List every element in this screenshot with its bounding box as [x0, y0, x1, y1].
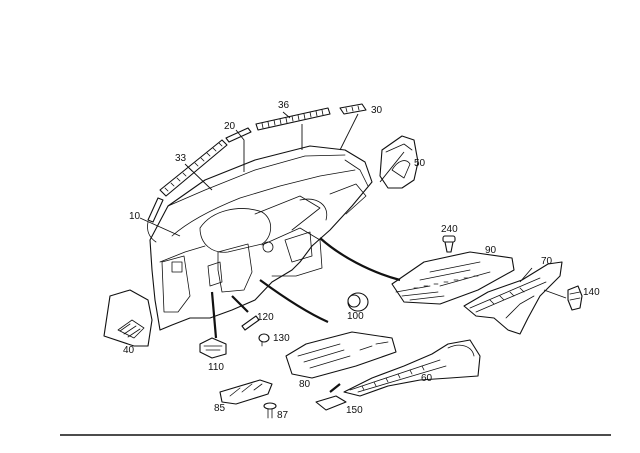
part-130-screw — [258, 333, 270, 347]
part-240-clip — [442, 235, 456, 253]
callout-40: 40 — [123, 345, 135, 356]
part-90-tray — [391, 251, 515, 305]
callout-80: 80 — [299, 379, 311, 390]
callout-85: 85 — [214, 403, 226, 414]
callout-120: 120 — [257, 312, 274, 323]
part-60-duct — [343, 339, 481, 397]
part-50-side-cover — [379, 135, 419, 189]
callout-87: 87 — [277, 410, 289, 421]
callout-100: 100 — [347, 311, 364, 322]
leader-lines — [139, 111, 567, 393]
callout-130: 130 — [273, 333, 290, 344]
callout-labels: 36 30 20 33 50 10 240 90 70 140 100 120 … — [123, 100, 600, 421]
part-40-side-panel — [103, 289, 153, 347]
part-36-defrost-strip — [255, 107, 331, 131]
part-150-clip — [315, 395, 347, 411]
callout-50: 50 — [414, 158, 426, 169]
callout-110: 110 — [208, 362, 224, 373]
callout-140: 140 — [583, 287, 600, 298]
callout-70: 70 — [541, 256, 553, 267]
part-140-bracket — [567, 285, 583, 311]
callout-36: 36 — [278, 100, 290, 111]
part-10-trim — [147, 197, 164, 243]
part-100-round-vent — [347, 292, 369, 312]
callout-30: 30 — [371, 105, 383, 116]
part-20-vent — [225, 127, 252, 143]
callout-33: 33 — [175, 153, 187, 164]
part-87-bolt — [263, 402, 277, 419]
part-80-duct — [285, 331, 397, 379]
part-30-strip — [339, 103, 367, 115]
dashboard-carrier — [149, 145, 373, 331]
part-85-bracket — [219, 379, 273, 405]
callout-20: 20 — [224, 121, 236, 132]
callout-240: 240 — [441, 224, 458, 235]
part-120-screw — [241, 315, 260, 331]
callout-150: 150 — [346, 405, 363, 416]
callout-90: 90 — [485, 245, 497, 256]
callout-60: 60 — [421, 373, 433, 384]
callout-10: 10 — [129, 211, 141, 222]
part-110-bracket — [199, 337, 227, 359]
